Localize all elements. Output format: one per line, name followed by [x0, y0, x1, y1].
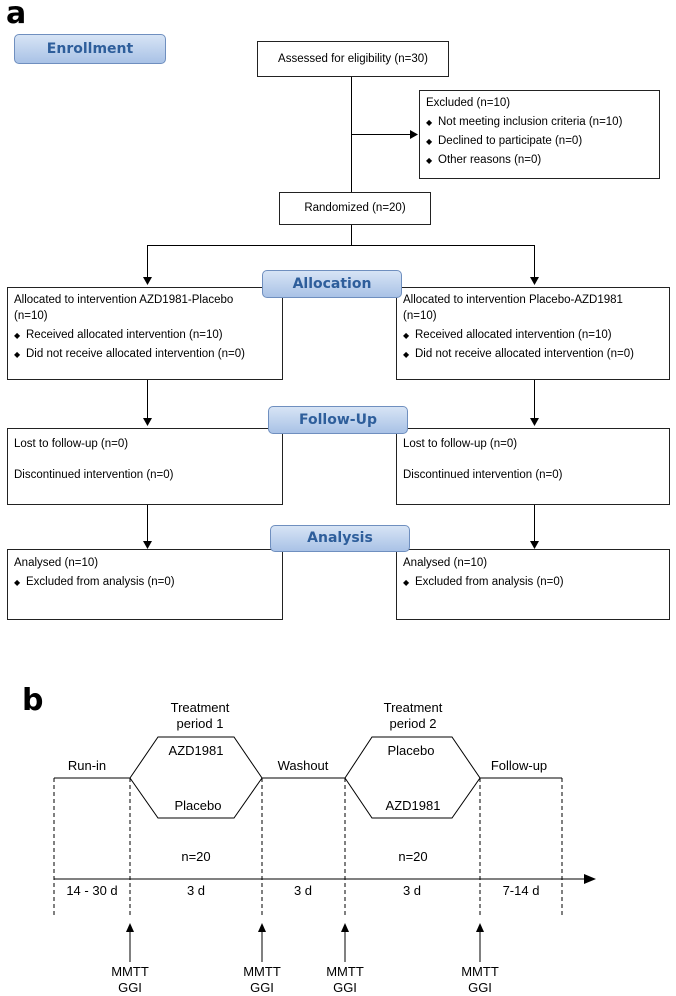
study-timeline-diagram: Run-in Treatment period 1 AZD1981 Placeb… [53, 700, 596, 995]
arrow-up-icon [476, 923, 484, 932]
followup-right-lost: Lost to follow-up (n=0) [403, 438, 518, 450]
treatment-2-n: n=20 [398, 849, 427, 864]
arrow-icon [529, 541, 539, 549]
run-in-label: Run-in [68, 758, 106, 773]
connector-line [147, 505, 148, 543]
connector-line [534, 245, 535, 279]
arrow-up-icon [341, 923, 349, 932]
treatment-1-top-arm: AZD1981 [169, 743, 224, 758]
arrow-icon [410, 130, 418, 139]
excluded-item: Not meeting inclusion criteria (n=10) [438, 116, 623, 128]
duration-label: 3 d [187, 883, 205, 898]
list-item: ◆Excluded from analysis (n=0) [14, 573, 276, 592]
treatment-1-title-line1: Treatment [171, 700, 230, 715]
visit-label-line1: MMTT [461, 964, 499, 979]
duration-label: 3 d [294, 883, 312, 898]
connector-line [351, 134, 413, 135]
arrow-icon [142, 277, 152, 285]
arrow-up-icon [258, 923, 266, 932]
visit-label-line2: GGI [333, 980, 357, 995]
analysis-left-analysed: Analysed (n=10) [14, 557, 99, 569]
excluded-item: Declined to participate (n=0) [438, 135, 583, 147]
allocation-right-item: Received allocated intervention (n=10) [415, 329, 612, 341]
arrow-icon [142, 418, 152, 426]
treatment-2-bottom-arm: AZD1981 [386, 798, 441, 813]
analysis-left-excluded: Excluded from analysis (n=0) [26, 576, 175, 588]
duration-label: 7-14 d [503, 883, 540, 898]
analysis-header: Analysis [270, 525, 410, 552]
analysis-right-excluded: Excluded from analysis (n=0) [415, 576, 564, 588]
list-item: ◆Received allocated intervention (n=10) [403, 326, 663, 345]
excluded-box: Excluded (n=10) ◆Not meeting inclusion c… [419, 90, 660, 179]
randomized-box: Randomized (n=20) [279, 192, 431, 225]
allocation-right-title: Allocated to intervention Placebo-AZD198… [403, 294, 623, 306]
treatment-1-n: n=20 [181, 849, 210, 864]
allocation-left-n: (n=10) [14, 310, 48, 322]
connector-line [534, 380, 535, 420]
list-item: ◆Received allocated intervention (n=10) [14, 326, 276, 345]
treatment-2-title-line2: period 2 [390, 716, 437, 731]
connector-line [534, 505, 535, 543]
visit-label-line2: GGI [118, 980, 142, 995]
list-item: ◆Other reasons (n=0) [426, 151, 653, 170]
treatment-1-bottom-arm: Placebo [175, 798, 222, 813]
treatment-2-top-arm: Placebo [388, 743, 435, 758]
duration-label: 3 d [403, 883, 421, 898]
assessed-box: Assessed for eligibility (n=30) [257, 41, 449, 77]
connector-line [147, 245, 148, 279]
visit-label-line1: MMTT [243, 964, 281, 979]
followup-right-discontinued: Discontinued intervention (n=0) [403, 469, 563, 481]
allocation-left-box: Allocated to intervention AZD1981-Placeb… [7, 287, 283, 380]
allocation-left-item: Received allocated intervention (n=10) [26, 329, 223, 341]
allocation-left-item: Did not receive allocated intervention (… [26, 348, 245, 360]
connector-line [147, 380, 148, 420]
list-item: ◆Not meeting inclusion criteria (n=10) [426, 113, 653, 132]
followup-left-box: Lost to follow-up (n=0) Discontinued int… [7, 428, 283, 505]
enrollment-header: Enrollment [14, 34, 166, 64]
allocation-right-item: Did not receive allocated intervention (… [415, 348, 634, 360]
excluded-item: Other reasons (n=0) [438, 154, 542, 166]
connector-line [351, 225, 352, 245]
analysis-right-analysed: Analysed (n=10) [403, 557, 488, 569]
followup-right-box: Lost to follow-up (n=0) Discontinued int… [396, 428, 670, 505]
list-item: ◆Did not receive allocated intervention … [403, 345, 663, 364]
axis-arrowhead-icon [584, 874, 596, 884]
arrow-up-icon [126, 923, 134, 932]
visit-label-line2: GGI [250, 980, 274, 995]
followup-label: Follow-up [491, 758, 547, 773]
visit-label-line1: MMTT [111, 964, 149, 979]
duration-label: 14 - 30 d [66, 883, 117, 898]
followup-left-lost: Lost to follow-up (n=0) [14, 438, 129, 450]
allocation-header: Allocation [262, 270, 402, 298]
panel-a-label: a [6, 0, 27, 31]
followup-left-discontinued: Discontinued intervention (n=0) [14, 469, 174, 481]
list-item: ◆Declined to participate (n=0) [426, 132, 653, 151]
connector-line [147, 245, 535, 246]
treatment-1-title-line2: period 1 [177, 716, 224, 731]
visit-label-line1: MMTT [326, 964, 364, 979]
allocation-left-title: Allocated to intervention AZD1981-Placeb… [14, 294, 234, 306]
list-item: ◆Excluded from analysis (n=0) [403, 573, 663, 592]
analysis-right-box: Analysed (n=10) ◆Excluded from analysis … [396, 549, 670, 620]
arrow-icon [529, 418, 539, 426]
allocation-right-n: (n=10) [403, 310, 437, 322]
visit-label-line2: GGI [468, 980, 492, 995]
arrow-icon [529, 277, 539, 285]
list-item: ◆Did not receive allocated intervention … [14, 345, 276, 364]
allocation-right-box: Allocated to intervention Placebo-AZD198… [396, 287, 670, 380]
excluded-title: Excluded (n=10) [426, 97, 511, 109]
arrow-icon [142, 541, 152, 549]
analysis-left-box: Analysed (n=10) ◆Excluded from analysis … [7, 549, 283, 620]
washout-label: Washout [278, 758, 329, 773]
followup-header: Follow-Up [268, 406, 408, 434]
treatment-2-title-line1: Treatment [384, 700, 443, 715]
panel-b-label: b [22, 683, 44, 718]
